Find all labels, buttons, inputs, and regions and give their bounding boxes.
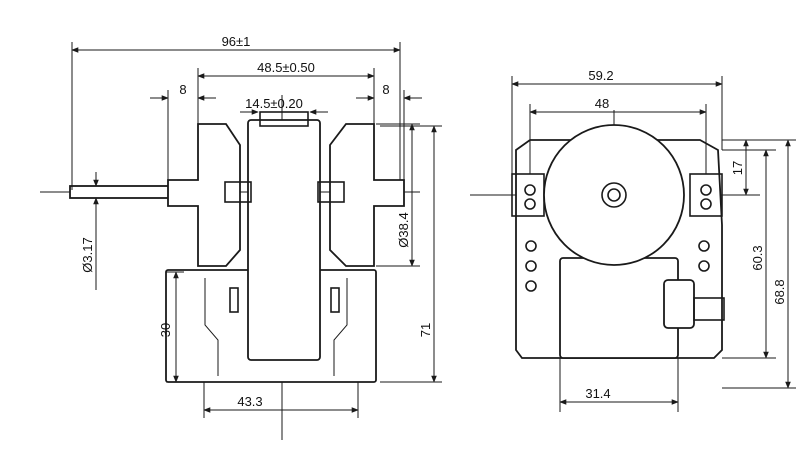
bracket-right-notch bbox=[333, 278, 348, 376]
coil-block bbox=[559, 257, 679, 359]
rotor-shaft-end bbox=[607, 188, 621, 202]
dim-coil-width: 31.4 bbox=[585, 386, 610, 401]
dim-hole-height: 60.3 bbox=[750, 245, 765, 270]
dim-hub-width: 14.5±0.20 bbox=[245, 96, 303, 111]
hub-cap bbox=[259, 111, 309, 127]
dim-side-overall-width: 59.2 bbox=[588, 68, 613, 83]
dim-hole-spacing: 48 bbox=[595, 96, 609, 111]
dim-flange-right: 8 bbox=[382, 82, 389, 97]
bearing-left bbox=[224, 181, 252, 203]
dim-overall-width: 96±1 bbox=[222, 34, 251, 49]
mount-slot-left bbox=[229, 287, 239, 313]
rotor-disc bbox=[543, 124, 685, 266]
dim-overall-height: 71 bbox=[418, 323, 433, 337]
terminal-tab bbox=[693, 297, 725, 321]
dim-base-width: 43.3 bbox=[237, 394, 262, 409]
frame-hole bbox=[698, 240, 710, 252]
frame-hole bbox=[525, 240, 537, 252]
dim-flange-left: 8 bbox=[179, 82, 186, 97]
dim-bracket-height: 30 bbox=[158, 323, 173, 337]
right-flange bbox=[329, 123, 405, 267]
dim-top-offset: 17 bbox=[730, 161, 745, 175]
frame-hole bbox=[525, 260, 537, 272]
motor-shaft bbox=[69, 185, 171, 199]
bearing-right bbox=[317, 181, 345, 203]
dim-rotor-diameter: Ø38.4 bbox=[396, 212, 411, 247]
left-flange bbox=[167, 123, 241, 267]
bracket-left-notch bbox=[204, 278, 219, 376]
front-view: 96±1 48.5±0.50 8 8 14.5±0.20 Ø38.4 71 bbox=[40, 34, 442, 440]
frame-hole bbox=[698, 260, 710, 272]
dim-mount-spacing: 48.5±0.50 bbox=[257, 60, 315, 75]
dim-side-overall-height: 68.8 bbox=[772, 279, 787, 304]
mount-slot-right bbox=[330, 287, 340, 313]
center-hub bbox=[247, 119, 321, 361]
dim-shaft-diameter: Ø3.17 bbox=[80, 237, 95, 272]
rotor-hub bbox=[601, 182, 627, 208]
side-view: 59.2 48 17 60.3 68.8 31.4 bbox=[470, 68, 796, 412]
coil-terminal bbox=[663, 279, 695, 329]
frame-hole bbox=[525, 280, 537, 292]
